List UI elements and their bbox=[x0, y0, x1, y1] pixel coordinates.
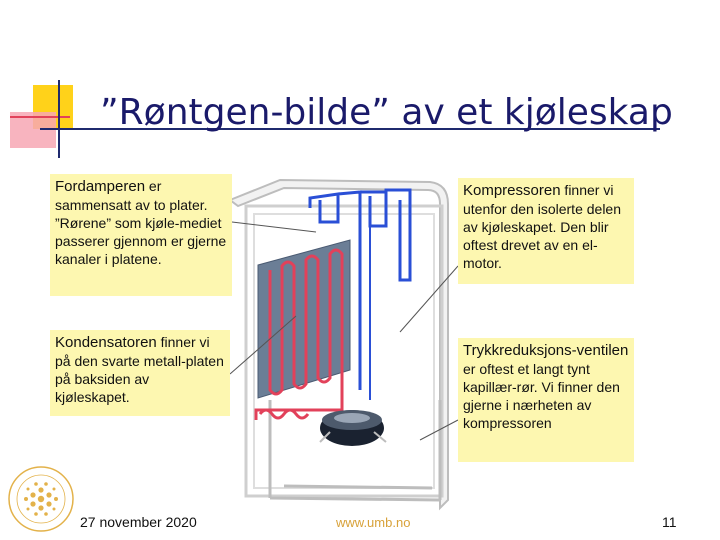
callout-text: finner vi utenfor den isolerte delen av … bbox=[463, 182, 621, 271]
university-seal-logo bbox=[8, 466, 74, 532]
decor-vertical-line bbox=[58, 80, 60, 158]
footer-date: 27 november 2020 bbox=[80, 514, 197, 530]
title-underline bbox=[40, 128, 660, 130]
callout-fordamperen: Fordamperen er sammensatt av to plater. … bbox=[50, 174, 232, 296]
callout-head: Fordamperen bbox=[55, 178, 146, 195]
callout-text: er sammensatt av to plater. ”Rørene” som… bbox=[55, 178, 227, 267]
callout-kompressoren: Kompressoren finner vi utenfor den isole… bbox=[458, 178, 634, 284]
callout-text: er oftest et langt tynt kapillær-rør. Vi… bbox=[463, 361, 620, 431]
page-number: 11 bbox=[662, 514, 677, 530]
callout-head: Kondensatoren bbox=[55, 334, 157, 351]
slide-title: ”Røntgen-bilde” av et kjøleskap bbox=[100, 92, 673, 133]
decor-pink-square bbox=[10, 112, 56, 148]
footer-url[interactable]: www.umb.no bbox=[336, 515, 411, 530]
callout-text: finner vi på den svarte metall-platen på… bbox=[55, 334, 224, 405]
fridge-xray-illustration bbox=[227, 178, 449, 511]
callout-head: Kompressoren bbox=[463, 182, 561, 199]
decor-red-line bbox=[10, 116, 70, 118]
callout-kondensatoren: Kondensatoren finner vi på den svarte me… bbox=[50, 330, 230, 416]
callout-head: Trykkreduksjons-ventilen bbox=[463, 342, 629, 359]
callout-trykkreduksjonsventilen: Trykkreduksjons-ventilen er oftest et la… bbox=[458, 338, 634, 462]
